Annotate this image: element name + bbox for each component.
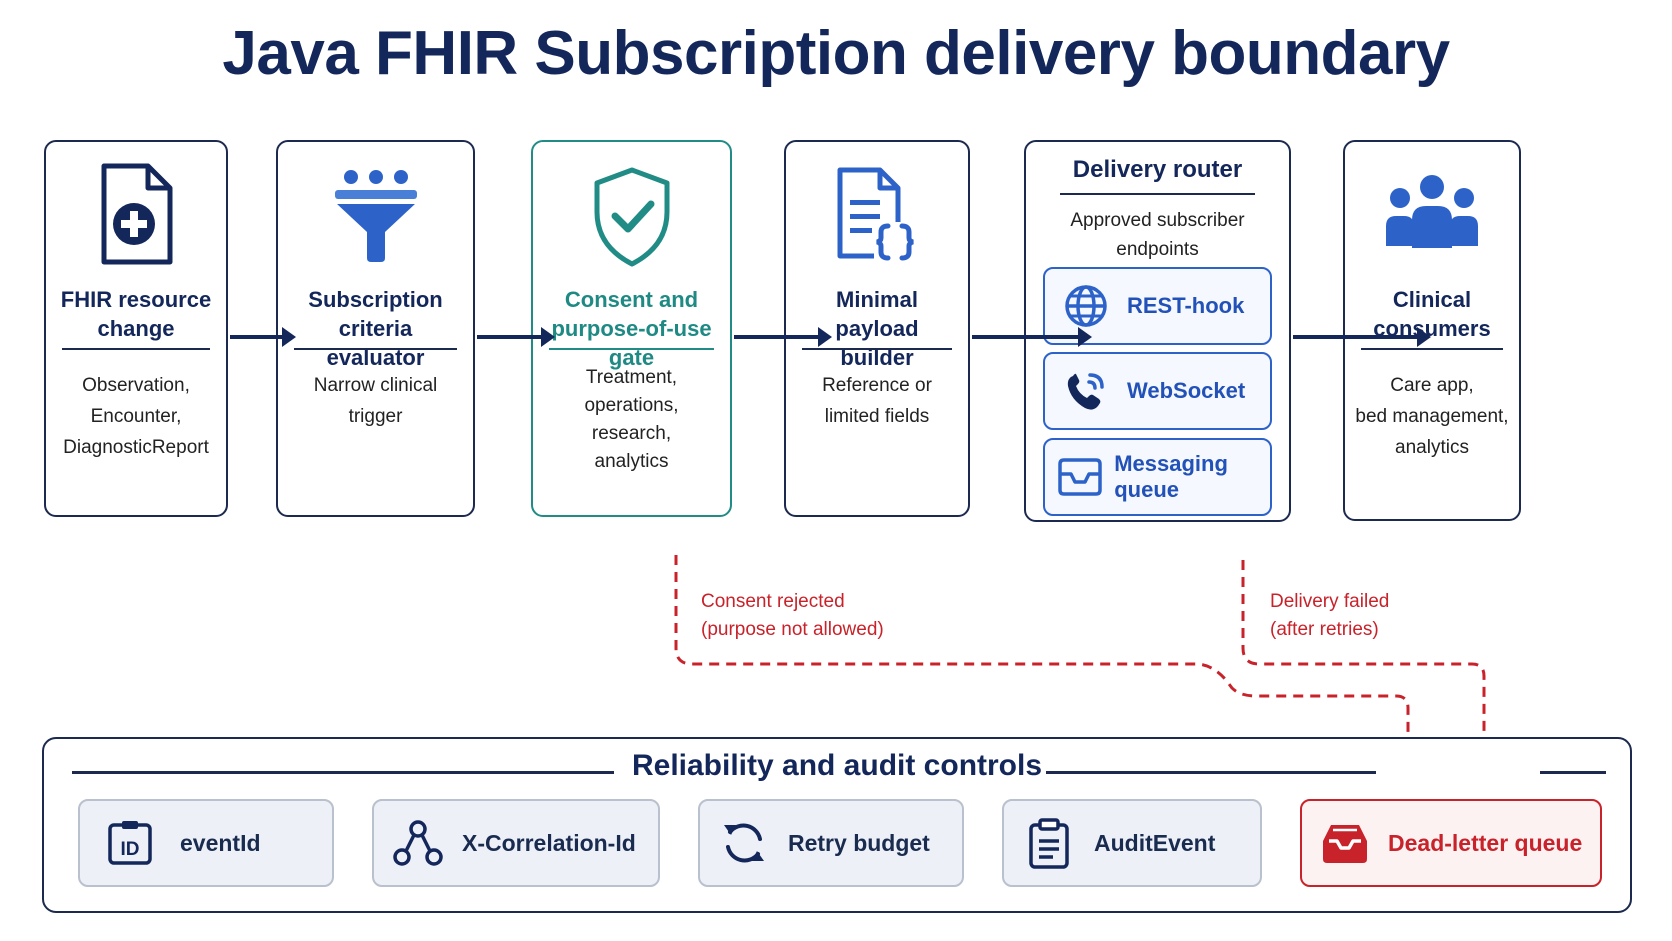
svg-text:ID: ID bbox=[121, 839, 140, 860]
nodes-icon bbox=[374, 820, 462, 866]
label-line: Consent rejected bbox=[701, 591, 845, 612]
stage-title: Minimal payload builder bbox=[835, 287, 919, 370]
endpoint-label: REST-hook bbox=[1127, 293, 1245, 318]
endpoint-label: Messaging queue bbox=[1114, 451, 1228, 502]
phone-signal-icon bbox=[1045, 368, 1127, 414]
divider bbox=[72, 771, 614, 774]
delivery-failed-label: Delivery failed (after retries) bbox=[1270, 588, 1389, 644]
document-code-icon bbox=[786, 166, 968, 262]
stage-description: Narrow clinical trigger bbox=[288, 370, 463, 432]
stage-description: Observation, Encounter, DiagnosticReport bbox=[56, 370, 216, 463]
subtitle-line: endpoints bbox=[1116, 239, 1199, 260]
document-plus-icon bbox=[46, 162, 226, 268]
chip-label: Dead-letter queue bbox=[1388, 829, 1583, 856]
desc-line: operations, bbox=[584, 395, 679, 416]
router-subtitle: Approved subscriber endpoints bbox=[1036, 206, 1279, 264]
control-audit-event: AuditEvent bbox=[1002, 799, 1262, 887]
desc-line: analytics bbox=[594, 451, 669, 472]
id-badge-icon: ID bbox=[80, 819, 180, 867]
tray-icon bbox=[1302, 821, 1388, 865]
stage-description: Reference or limited fields bbox=[796, 370, 958, 432]
desc-line: Narrow clinical trigger bbox=[313, 375, 438, 427]
stage-title: FHIR resource change bbox=[60, 287, 212, 341]
desc-line: Care app, bbox=[1390, 375, 1474, 396]
divider bbox=[294, 348, 457, 350]
divider bbox=[1046, 771, 1376, 774]
desc-line: Treatment, bbox=[585, 367, 678, 388]
stage-description: Care app, bed management, analytics bbox=[1355, 370, 1509, 463]
funnel-icon bbox=[278, 168, 473, 264]
control-event-id: ID eventId bbox=[78, 799, 334, 887]
desc-line: analytics bbox=[1395, 437, 1469, 458]
label-line: (after retries) bbox=[1270, 619, 1379, 640]
control-retry-budget: Retry budget bbox=[698, 799, 964, 887]
control-dead-letter-queue: Dead-letter queue bbox=[1300, 799, 1602, 887]
endpoint-messaging-queue[interactable]: Messaging queue bbox=[1043, 438, 1272, 516]
shield-check-icon bbox=[533, 166, 730, 268]
users-icon bbox=[1345, 174, 1519, 250]
label-line: (purpose not allowed) bbox=[701, 619, 884, 640]
desc-line: Observation, bbox=[82, 375, 190, 396]
control-correlation-id: X-Correlation-Id bbox=[372, 799, 660, 887]
delivery-router: Delivery router Approved subscriber endp… bbox=[1024, 140, 1291, 522]
globe-icon bbox=[1045, 284, 1127, 328]
refresh-icon bbox=[700, 819, 788, 867]
stage-title: Subscription criteria evaluator bbox=[308, 287, 443, 370]
subtitle-line: Approved subscriber bbox=[1070, 210, 1245, 231]
chip-label: Retry budget bbox=[788, 829, 930, 856]
divider bbox=[1361, 348, 1503, 350]
router-title: Delivery router bbox=[1072, 156, 1243, 183]
desc-line: limited fields bbox=[824, 406, 930, 427]
desc-line: Encounter, bbox=[90, 406, 182, 427]
endpoint-label: WebSocket bbox=[1127, 378, 1246, 403]
page-title: Java FHIR Subscription delivery boundary bbox=[222, 19, 1450, 88]
stage-description: Treatment, operations, research, analyti… bbox=[543, 364, 720, 476]
desc-line: DiagnosticReport bbox=[63, 437, 209, 458]
clipboard-icon bbox=[1004, 817, 1094, 869]
divider bbox=[802, 348, 952, 350]
consent-rejected-label: Consent rejected (purpose not allowed) bbox=[701, 588, 884, 644]
divider bbox=[1540, 771, 1606, 774]
divider bbox=[1060, 193, 1255, 195]
divider bbox=[62, 348, 210, 350]
stage-subscription-criteria-evaluator: Subscription criteria evaluator Narrow c… bbox=[276, 140, 475, 517]
desc-line: bed management, bbox=[1355, 406, 1509, 427]
chip-label: X-Correlation-Id bbox=[462, 829, 636, 856]
stage-consent-gate: Consent and purpose-of-use gate Treatmen… bbox=[531, 140, 732, 517]
stage-title: Consent and purpose-of-use gate bbox=[551, 287, 712, 370]
stage-minimal-payload-builder: Minimal payload builder Reference or lim… bbox=[784, 140, 970, 517]
label-line: Delivery failed bbox=[1270, 591, 1390, 612]
reliability-audit-controls: Reliability and audit controls ID eventI… bbox=[42, 737, 1632, 913]
endpoint-websocket[interactable]: WebSocket bbox=[1043, 352, 1272, 430]
chip-label: eventId bbox=[180, 829, 261, 856]
endpoint-rest-hook[interactable]: REST-hook bbox=[1043, 267, 1272, 345]
desc-line: Reference or bbox=[822, 375, 932, 396]
inbox-icon bbox=[1045, 456, 1114, 498]
stage-fhir-resource-change: FHIR resource change Observation, Encoun… bbox=[44, 140, 228, 517]
controls-title: Reliability and audit controls bbox=[631, 749, 1043, 782]
stage-title: Clinical consumers bbox=[1373, 287, 1491, 341]
desc-line: research, bbox=[591, 423, 672, 444]
divider bbox=[549, 348, 714, 350]
chip-label: AuditEvent bbox=[1094, 829, 1216, 856]
stage-clinical-consumers: Clinical consumers Care app, bed managem… bbox=[1343, 140, 1521, 521]
